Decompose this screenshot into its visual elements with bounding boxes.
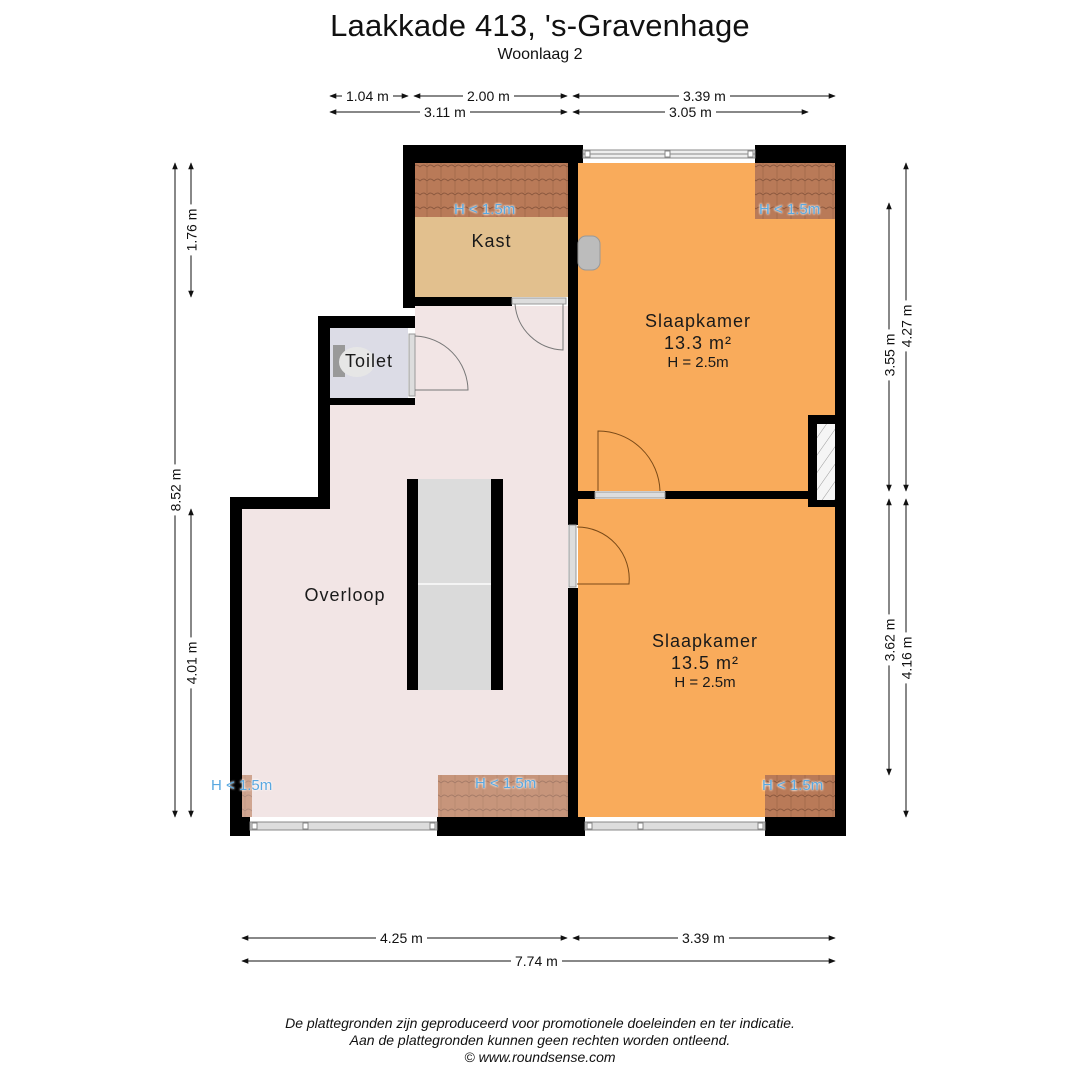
room-slaapkamer1-height: H = 2.5m: [667, 354, 729, 371]
sink-icon: [577, 235, 601, 271]
height-marker-overloop-bottom: H < 1.5m: [475, 775, 537, 792]
dim-right-inner-2: 3.62 m: [881, 614, 898, 666]
copyright-link[interactable]: © www.roundsense.com: [464, 1049, 616, 1065]
disclaimer: De plattegronden zijn geproduceerd voor …: [0, 1015, 1080, 1066]
dim-bottom-2: 3.39 m: [678, 930, 729, 946]
kast-roof-tiles: [415, 163, 568, 217]
dim-top-2: 2.00 m: [463, 88, 514, 104]
dim-top-5: 3.05 m: [665, 104, 716, 120]
room-slaapkamer2-name: Slaapkamer: [651, 631, 759, 651]
toilet-fixture-icon: [333, 345, 375, 377]
dim-right-inner-1: 3.55 m: [881, 329, 898, 381]
height-marker-bed2: H < 1.5m: [762, 777, 824, 794]
height-marker-bed1: H < 1.5m: [759, 201, 821, 218]
floor-subtitle: Woonlaag 2: [497, 46, 583, 63]
room-kast-label: Kast: [471, 231, 512, 251]
dim-left-inner-2: 4.01 m: [183, 637, 200, 689]
staircase: [407, 479, 503, 690]
slaapkamer2-roof-tiles: [765, 775, 835, 817]
dim-right-outer-2: 4.16 m: [898, 632, 915, 684]
dim-bottom-total: 7.74 m: [511, 953, 562, 969]
page-title: Laakkade 413, 's-Gravenhage: [330, 8, 750, 43]
room-slaapkamer2: Slaapkamer 13.5 m² H = 2.5m: [585, 631, 825, 691]
height-marker-kast: H < 1.5m: [454, 201, 516, 218]
disclaimer-line-1: De plattegronden zijn geproduceerd voor …: [285, 1015, 795, 1031]
room-toilet-label: Toilet: [344, 351, 394, 371]
overloop-roof-tiles-left: [242, 775, 252, 817]
walls: [230, 145, 846, 836]
dim-top-1: 1.04 m: [342, 88, 393, 104]
slaapkamer2-floor: [578, 499, 835, 817]
disclaimer-line-2: Aan de plattegronden kunnen geen rechten…: [349, 1032, 731, 1048]
overloop-roof-tiles-bottom: [438, 775, 568, 817]
dim-top-3: 3.39 m: [679, 88, 730, 104]
room-slaapkamer2-height: H = 2.5m: [674, 674, 736, 691]
room-slaapkamer2-area: 13.5 m²: [670, 653, 740, 673]
room-overloop-label: Overloop: [304, 585, 386, 605]
room-slaapkamer1-name: Slaapkamer: [644, 311, 752, 331]
room-slaapkamer1-area: 13.3 m²: [663, 333, 733, 353]
dim-left-outer: 8.52 m: [167, 464, 184, 516]
dim-top-4: 3.11 m: [420, 104, 470, 120]
dim-bottom-1: 4.25 m: [376, 930, 427, 946]
room-slaapkamer1: Slaapkamer 13.3 m² H = 2.5m: [578, 311, 818, 371]
shaft-hatch: [817, 424, 835, 500]
doors: [408, 297, 666, 588]
height-marker-overloop-left: H < 1.5m: [211, 777, 273, 794]
windows: [249, 149, 766, 831]
slaapkamer1-roof-tiles: [755, 163, 835, 219]
dim-left-inner-1: 1.76 m: [183, 204, 200, 256]
dim-right-outer-1: 4.27 m: [898, 300, 915, 352]
